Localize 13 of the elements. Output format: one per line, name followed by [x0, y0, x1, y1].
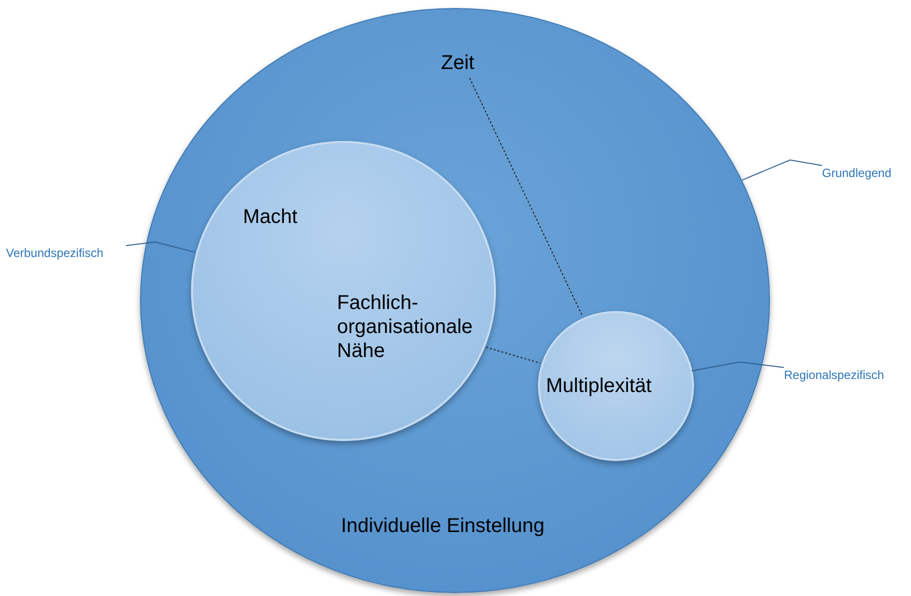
node-label: Fachlich-organisationale Nähe — [337, 291, 489, 365]
side-label: Regionalspezifisch — [784, 366, 904, 384]
circle-label: Individuelle Einstellung — [341, 514, 544, 538]
leader-line — [126, 242, 196, 253]
dotted-connector — [486, 346, 541, 364]
node-label: Zeit — [441, 51, 487, 79]
circle-label: Macht — [243, 205, 298, 229]
side-label: Verbundspezifisch — [6, 244, 126, 262]
side-label: Grundlegend — [822, 164, 908, 182]
dotted-connector — [469, 78, 584, 318]
circle-label: Multiplexität — [546, 374, 652, 398]
leader-line — [742, 159, 822, 181]
leader-line — [691, 362, 784, 372]
